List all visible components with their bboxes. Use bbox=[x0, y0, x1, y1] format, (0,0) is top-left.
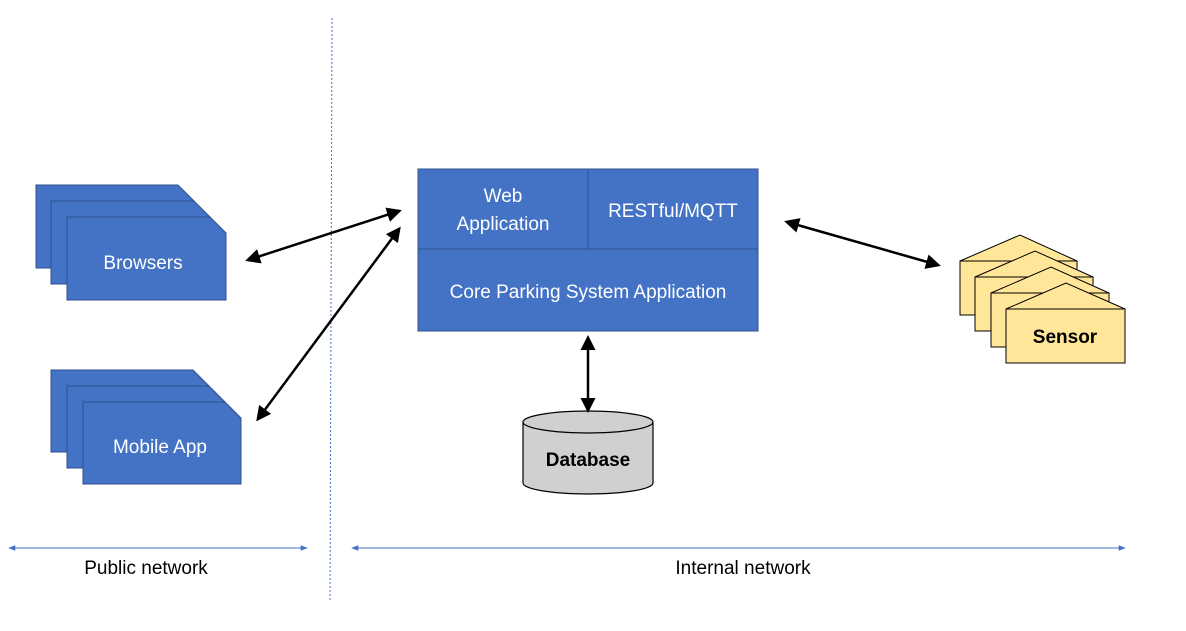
mobile-app-label: Mobile App bbox=[113, 437, 207, 458]
browser-card-front bbox=[66, 216, 227, 301]
browsers-server-arrow bbox=[245, 207, 402, 264]
public-network-label: Public network bbox=[84, 558, 208, 579]
mobile-app-stack: Mobile App bbox=[50, 369, 242, 485]
web-application-label-line2: Application bbox=[457, 214, 550, 235]
server-sensor-arrow bbox=[784, 218, 941, 269]
network-separator bbox=[329, 17, 333, 601]
mobile-card-front bbox=[82, 401, 242, 485]
browsers-label: Browsers bbox=[103, 253, 182, 274]
sensor-label: Sensor bbox=[1033, 327, 1098, 348]
database-top bbox=[522, 410, 654, 434]
restful-mqtt-label: RESTful/MQTT bbox=[608, 201, 738, 222]
database-label: Database bbox=[546, 450, 631, 471]
sensor-card-front bbox=[1005, 282, 1126, 364]
mobile-server-arrow bbox=[256, 226, 401, 422]
database-cylinder: Database bbox=[522, 410, 654, 495]
restful-mqtt-box bbox=[587, 168, 759, 250]
web-application-box bbox=[417, 168, 589, 250]
server-block: Web Application RESTful/MQTT Core Parkin… bbox=[417, 168, 759, 332]
core-application-box bbox=[417, 248, 759, 332]
web-application-label-line1: Web bbox=[484, 186, 523, 207]
core-application-label: Core Parking System Application bbox=[450, 282, 727, 303]
browsers-stack: Browsers bbox=[35, 184, 227, 301]
internal-network-label: Internal network bbox=[675, 558, 811, 579]
sensor-stack: Sensor bbox=[959, 234, 1126, 364]
database-body bbox=[522, 422, 654, 495]
